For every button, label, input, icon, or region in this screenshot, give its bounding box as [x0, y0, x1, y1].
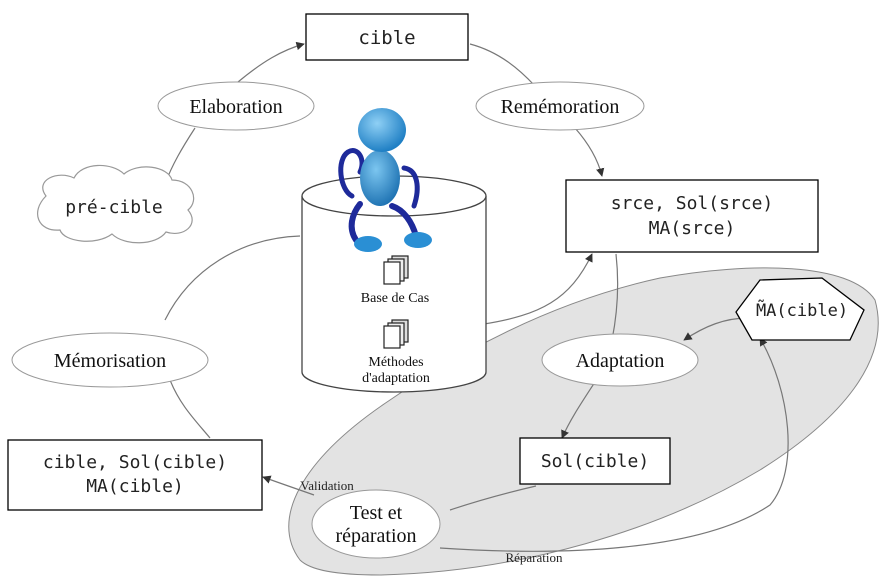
arc-cible-to-rememoration [469, 43, 536, 87]
srce-line-1: srce, Sol(srce) [611, 193, 774, 214]
memorisation-step: Mémorisation [11, 332, 209, 388]
srce-line-2: MA(srce) [649, 218, 736, 239]
case-base-cylinder [301, 175, 487, 393]
test-reparation-step: Test et réparation [311, 489, 441, 559]
adaptation-methods-doc-icon [383, 319, 409, 349]
pre-cible-cloud: pré-cible [37, 164, 195, 244]
person-figure-icon [338, 108, 432, 252]
memorized-case-node: cible, Sol(cible) MA(cible) [7, 439, 263, 511]
rememoration-step: Remémoration [475, 81, 645, 131]
memorisation-label: Mémorisation [54, 350, 166, 372]
base-de-cas-label: Base de Cas [361, 291, 429, 306]
arc-elaboration-to-cible [237, 41, 305, 83]
test-label-2: réparation [335, 525, 416, 547]
ma-cible-label: M̃A(cible) [756, 299, 848, 321]
memorized-line-1: cible, Sol(cible) [43, 452, 227, 473]
sol-cible-label: Sol(cible) [541, 451, 649, 472]
arc-reparation-to-hexagon [439, 337, 789, 552]
adaptation-label: Adaptation [576, 350, 665, 372]
cible-label: cible [358, 27, 415, 49]
arc-adaptation-to-sol [561, 381, 596, 439]
arc-rememoration-to-srce [574, 127, 605, 177]
ma-cible-hexagon: M̃A(cible) [735, 277, 865, 341]
arc-base-to-srce [483, 253, 593, 325]
memorized-line-2: MA(cible) [86, 476, 184, 497]
elaboration-step: Elaboration [157, 81, 315, 131]
elaboration-label: Elaboration [189, 96, 282, 118]
arc-base-to-memorisation [164, 235, 301, 321]
pre-cible-label: pré-cible [65, 197, 163, 218]
arc-test-to-sol [449, 485, 537, 511]
arc-validation [262, 475, 315, 496]
rememoration-label: Remémoration [501, 96, 620, 118]
test-label-1: Test et [350, 502, 403, 524]
arc-memorisation-to-cible-sol [169, 379, 211, 439]
case-base-doc-icon [383, 255, 409, 285]
reparation-label: Réparation [505, 550, 563, 565]
adaptation-step: Adaptation [541, 333, 699, 387]
cible-node: cible [305, 13, 469, 61]
validation-label: Validation [300, 478, 354, 493]
srce-node: srce, Sol(srce) MA(srce) [565, 179, 819, 253]
methodes-label-1: Méthodes [368, 355, 423, 370]
adaptation-region [288, 267, 879, 576]
methodes-label-2: d'adaptation [362, 371, 430, 386]
sol-cible-node: Sol(cible) [519, 437, 671, 485]
